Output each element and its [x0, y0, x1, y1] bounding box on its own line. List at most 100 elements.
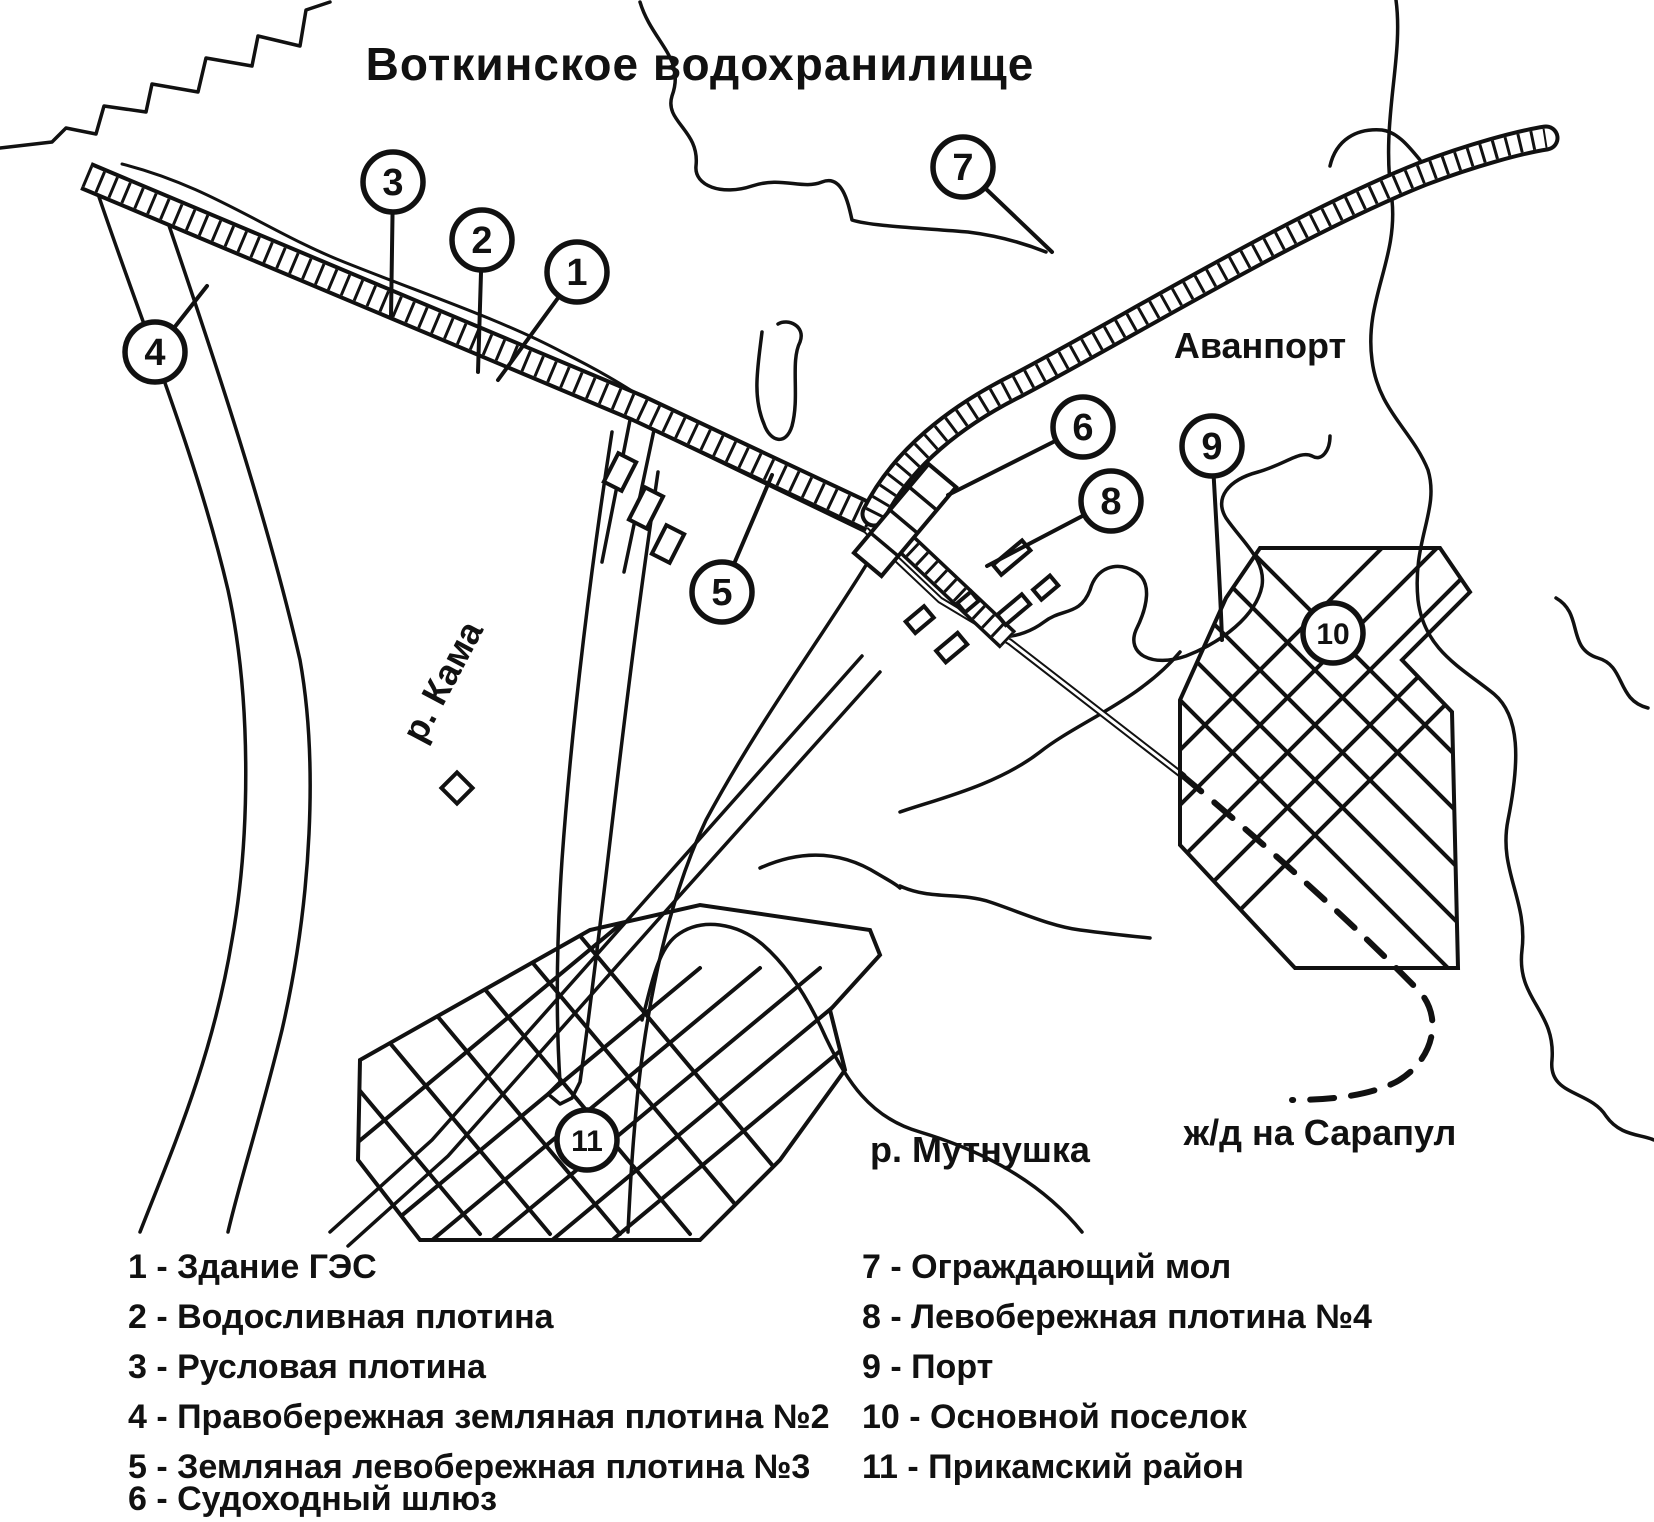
- marker-circle: [930, 134, 996, 200]
- legend-item: 9 - Порт: [862, 1348, 993, 1386]
- mole-band: [860, 124, 1560, 528]
- legend-item: 6 - Судоходный шлюз: [128, 1480, 497, 1517]
- street: [1180, 548, 1470, 968]
- settlement-10-streets: [1180, 548, 1470, 968]
- street: [408, 905, 692, 1236]
- marker-number: 6: [1072, 407, 1093, 449]
- legend-item: 2 - Водосливная плотина: [128, 1298, 555, 1336]
- street: [418, 966, 822, 1240]
- dam4-fill: [896, 533, 1014, 647]
- dam-crest-road-center: [91, 188, 1184, 778]
- marker-number: 5: [711, 572, 732, 614]
- mutnushka-channel: [640, 922, 1084, 1234]
- street: [1180, 548, 1432, 968]
- settlement-10-grid: [1178, 546, 1473, 970]
- map-marker-10: 10: [1300, 600, 1366, 666]
- marker-number: 10: [1316, 618, 1349, 651]
- lock-gate-1: [908, 485, 938, 512]
- legend-item: 4 - Правобережная земляная плотина №2: [128, 1398, 830, 1436]
- label-kama-river: р. Кама: [393, 613, 491, 748]
- street: [358, 906, 642, 1240]
- structures: [438, 450, 1062, 807]
- lock-gate-3: [869, 531, 900, 558]
- powerhouse-building-3: [649, 522, 687, 566]
- port-pier-2: [1030, 572, 1062, 603]
- kama-island: [546, 430, 660, 1106]
- legend-item: 1 - Здание ГЭС: [128, 1248, 377, 1286]
- marker-number: 7: [952, 147, 973, 189]
- creek-hook: [755, 320, 803, 441]
- marker-circle: [122, 319, 188, 385]
- navigation-lock: [851, 461, 959, 579]
- port-south-shore: [898, 650, 1182, 814]
- marker-circle: [1078, 468, 1144, 534]
- map-marker-7: 7: [930, 134, 996, 200]
- main-dam-hatching: [81, 165, 877, 528]
- powerhouse-building-2: [626, 484, 666, 532]
- east-bank-squiggle: [1554, 596, 1650, 710]
- street: [548, 905, 832, 1236]
- marker-number: 9: [1201, 426, 1222, 468]
- map-marker-3: 3: [360, 149, 426, 215]
- mutnushka-branch: [898, 884, 1152, 940]
- main-dam-band: [80, 162, 879, 532]
- marker-circle: [1179, 413, 1245, 479]
- railway-dashed-line: [1180, 773, 1436, 1103]
- legend-item: 8 - Левобережная плотина №4: [862, 1298, 1372, 1336]
- street: [1180, 548, 1470, 968]
- legend-item: 10 - Основной поселок: [862, 1398, 1248, 1436]
- map-marker-5: 5: [689, 559, 755, 625]
- marker-circle: [1300, 600, 1366, 666]
- street: [1180, 548, 1470, 968]
- port-pier-3: [994, 591, 1033, 628]
- settlement-10-boundary: [1178, 546, 1473, 970]
- marker-number: 3: [382, 162, 403, 204]
- street: [1180, 548, 1470, 968]
- map-marker-11: 11: [554, 1107, 620, 1173]
- marker-number: 1: [566, 252, 587, 294]
- street: [358, 905, 482, 1236]
- lock-chamber: [851, 461, 959, 579]
- shore-wave-lower: [758, 853, 902, 890]
- marker-number: 11: [571, 1125, 603, 1158]
- marker-circle: [449, 207, 515, 273]
- street: [1198, 548, 1470, 968]
- map-markers: 1 2 3 4 5 6 7 8: [122, 134, 1366, 1173]
- settlement-11-boundary: [355, 902, 883, 1242]
- powerhouse-building-1: [601, 450, 639, 494]
- road-southwest-1: [328, 654, 864, 1234]
- lock-gate-2: [888, 508, 919, 535]
- legend-item: 11 - Прикамский район: [862, 1448, 1244, 1486]
- marker-circle: [1050, 394, 1116, 460]
- street: [358, 966, 702, 1240]
- shoreline-topleft: [0, 0, 332, 150]
- marker-circle: [544, 239, 610, 305]
- east-bank: [1369, 0, 1654, 1142]
- street: [358, 905, 552, 1236]
- port-pier-4: [954, 588, 982, 616]
- leftbank-dam4-band: [893, 531, 1017, 649]
- map-title: Воткинское водохранилище: [366, 38, 1035, 90]
- legend-item: 3 - Русловая плотина: [128, 1348, 487, 1386]
- map-marker-2: 2: [449, 207, 515, 273]
- street: [478, 966, 880, 1240]
- tailrace-east-bank: [626, 560, 870, 1234]
- street: [1180, 548, 1470, 968]
- kama-inner-bank: [160, 203, 312, 1234]
- label-mutnushka-river: р. Мутнушка: [870, 1129, 1091, 1170]
- map-marker-6: 6: [1050, 394, 1116, 460]
- dam-crest-road: [88, 186, 1187, 780]
- label-avanport: Аванпорт: [1174, 325, 1346, 366]
- reservoir-shore-north: [638, 0, 1048, 254]
- map-marker-8: 8: [1078, 468, 1144, 534]
- map-marker-4: 4: [122, 319, 188, 385]
- roadside-building-1: [902, 603, 937, 636]
- legend-item: 5 - Земляная левобережная плотина №3: [128, 1448, 810, 1486]
- legend: 1 - Здание ГЭС 2 - Водосливная плотина 3…: [128, 1248, 1372, 1518]
- roadside-building-2: [933, 630, 971, 666]
- street: [1180, 548, 1470, 968]
- map-marker-9: 9: [1179, 413, 1245, 479]
- spillway-channel-1: [600, 418, 632, 564]
